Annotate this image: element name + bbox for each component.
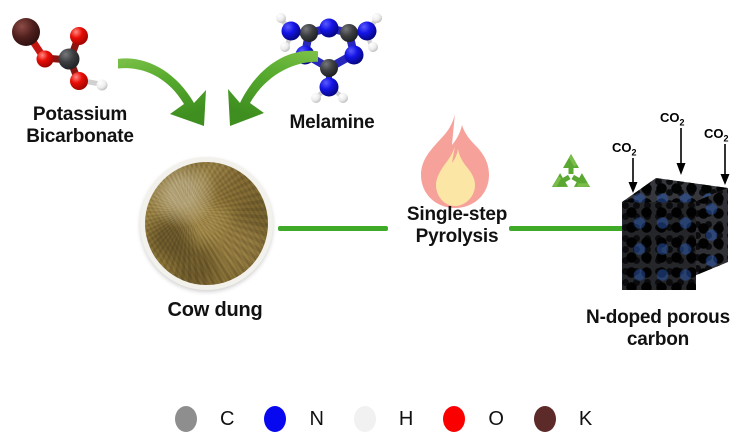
co2-adsorption-group: CO2 CO2 CO2 (602, 108, 752, 193)
connector-line-left (278, 226, 388, 231)
atom-carbon (58, 48, 80, 70)
legend-label-nitrogen: N (309, 407, 324, 430)
atom-amine-nitrogen-left (281, 21, 301, 41)
legend-item-hydrogen: H (353, 406, 414, 432)
cube-front-pores (622, 202, 696, 290)
co2-label-middle-sub: 2 (679, 117, 685, 128)
connector-line-right (509, 226, 631, 231)
atom-ring-carbon-left (300, 24, 318, 42)
co2-down-arrow-right (720, 144, 730, 185)
recycle-icon-svg (551, 154, 591, 187)
co2-label-left-text: CO (612, 140, 632, 155)
cow-dung-label: Cow dung (167, 299, 263, 321)
co2-label-left: CO2 (612, 140, 637, 158)
legend-dot-potassium (533, 406, 556, 432)
flame-icon (412, 112, 498, 210)
atom-hydrogen-1 (276, 13, 286, 23)
recycle-icon (548, 152, 594, 196)
legend-label-carbon: C (220, 407, 235, 430)
cube-front-specks (622, 202, 696, 290)
co2-label-middle-text: CO (660, 110, 680, 125)
green-curved-arrow-right (228, 50, 322, 126)
atom-hydrogen-3 (372, 13, 382, 23)
cube-front-face (622, 202, 696, 290)
flame-icon-svg (421, 114, 489, 208)
atom-hydrogen-4 (368, 42, 378, 52)
co2-label-right: CO2 (704, 126, 729, 144)
co2-down-arrow-middle (676, 128, 686, 175)
flame-inner (436, 146, 475, 206)
atom-oxygen-3 (70, 72, 88, 90)
atom-ring-nitrogen-right (344, 45, 364, 65)
atom-hydrogen-6 (338, 93, 348, 103)
atom-oxygen-2 (70, 27, 88, 45)
atom-amine-nitrogen-right (357, 21, 377, 41)
atom-potassium (12, 18, 40, 46)
co2-label-right-text: CO (704, 126, 724, 141)
green-curved-arrow-left (112, 58, 206, 126)
cube-side-face (694, 188, 728, 276)
green-curved-arrows-group (112, 34, 322, 126)
legend-dot-oxygen (443, 406, 466, 432)
atom-ring-carbon-right (340, 24, 358, 42)
legend-label-hydrogen: H (398, 407, 414, 430)
n-doped-porous-carbon-label: N-doped porous carbon (586, 307, 730, 351)
atom-hydrogen-5 (311, 93, 321, 103)
co2-label-left-sub: 2 (631, 147, 637, 158)
legend-dot-nitrogen (264, 406, 287, 432)
legend-dot-hydrogen (353, 406, 376, 432)
melamine-structure-svg (276, 13, 382, 103)
converging-arrows-svg (112, 50, 322, 126)
atom-hydrogen (96, 79, 108, 91)
legend-dot-carbon (175, 406, 197, 432)
cube-side-pores (694, 188, 728, 276)
legend-item-oxygen: O (443, 406, 504, 432)
potassium-bicarbonate-molecule (8, 12, 130, 92)
porous-carbon-cube (620, 178, 730, 292)
co2-label-middle: CO2 (660, 110, 685, 128)
legend-label-oxygen: O (488, 407, 504, 430)
legend-label-potassium: K (578, 407, 593, 430)
cow-dung-powder (145, 162, 268, 285)
khco3-structure-svg (12, 18, 108, 91)
atom-hydrogen-2 (280, 42, 290, 52)
cube-side-specks (694, 188, 728, 276)
co2-label-right-sub: 2 (723, 133, 729, 144)
legend-item-carbon: C (175, 406, 234, 432)
atom-oxygen-1 (36, 50, 54, 68)
atom-amine-nitrogen-bottom (319, 77, 339, 97)
atom-ring-nitrogen-top (319, 18, 339, 38)
atom-color-legend: C N H O K (175, 398, 695, 440)
legend-item-nitrogen: N (264, 406, 324, 432)
atom-ring-carbon-bottom (320, 59, 338, 77)
legend-item-potassium: K (533, 406, 593, 432)
cow-dung-bowl (140, 157, 273, 290)
co2-down-arrow-left (628, 158, 638, 193)
melamine-molecule (268, 6, 390, 110)
melamine-label: Melamine (289, 112, 375, 133)
pyrolysis-label: Single-step Pyrolysis (406, 204, 508, 248)
potassium-bicarbonate-label: Potassium Bicarbonate (26, 104, 134, 148)
